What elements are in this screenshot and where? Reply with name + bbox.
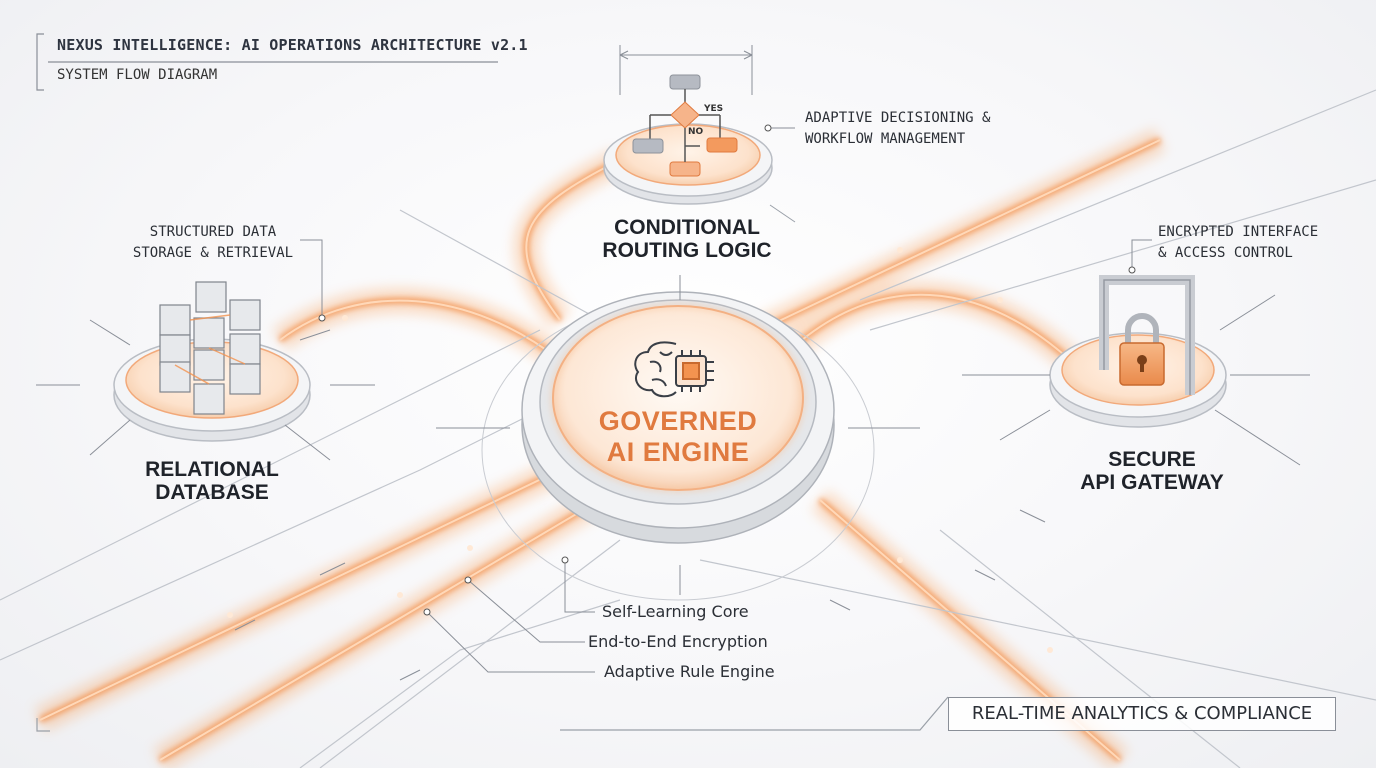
routing-yes-label: YES — [703, 104, 723, 114]
flowchart-icon — [632, 74, 738, 177]
gateway-label-line1: SECURE — [1108, 448, 1196, 471]
core-feature-3: Adaptive Rule Engine — [604, 662, 775, 681]
gateway-node — [962, 239, 1310, 466]
cube-stack-icon — [159, 281, 261, 415]
gateway-caption-line1: ENCRYPTED INTERFACE — [1158, 224, 1319, 240]
flow-beams — [0, 89, 1376, 768]
routing-label-line2: ROUTING LOGIC — [602, 239, 772, 262]
database-caption-line1: STRUCTURED DATA — [149, 224, 277, 240]
routing-caption: ADAPTIVE DECISIONING & WORKFLOW MANAGEME… — [805, 108, 990, 150]
header-bracket — [36, 33, 498, 91]
frame-corners — [36, 696, 949, 732]
core-label-line2: AI ENGINE — [606, 437, 750, 467]
core-label-line1: GOVERNED — [598, 406, 758, 436]
gateway-label-line2: API GATEWAY — [1080, 471, 1224, 494]
database-node — [36, 239, 375, 461]
routing-no-label: NO — [688, 127, 704, 137]
footer-banner: REAL-TIME ANALYTICS & COMPLIANCE — [948, 697, 1336, 731]
database-caption: STRUCTURED DATA STORAGE & RETRIEVAL — [120, 222, 306, 264]
routing-node: YES NO — [603, 45, 796, 223]
database-caption-line2: STORAGE & RETRIEVAL — [132, 245, 294, 261]
core-label: GOVERNED AI ENGINE — [578, 406, 778, 468]
diagram-subtitle: SYSTEM FLOW DIAGRAM — [57, 67, 218, 83]
core-feature-2: End-to-End Encryption — [588, 632, 768, 651]
routing-caption-line2: WORKFLOW MANAGEMENT — [805, 131, 966, 147]
padlock-icon — [1099, 275, 1195, 395]
core-feature-1: Self-Learning Core — [602, 602, 749, 621]
footer-label: REAL-TIME ANALYTICS & COMPLIANCE — [971, 703, 1313, 724]
database-label-line1: RELATIONAL — [145, 458, 279, 481]
database-label-line2: DATABASE — [155, 481, 269, 504]
database-label: RELATIONAL DATABASE — [112, 458, 312, 504]
brain-chip-icon — [634, 341, 714, 398]
routing-label: CONDITIONAL ROUTING LOGIC — [583, 216, 791, 262]
routing-label-line1: CONDITIONAL — [614, 216, 760, 239]
gateway-caption-line2: & ACCESS CONTROL — [1158, 245, 1293, 261]
core-engine-node — [423, 275, 920, 673]
gateway-caption: ENCRYPTED INTERFACE & ACCESS CONTROL — [1158, 222, 1318, 264]
routing-caption-line1: ADAPTIVE DECISIONING & — [805, 110, 991, 126]
diagram-title: NEXUS INTELLIGENCE: AI OPERATIONS ARCHIT… — [57, 36, 528, 54]
gateway-label: SECURE API GATEWAY — [1052, 448, 1252, 494]
